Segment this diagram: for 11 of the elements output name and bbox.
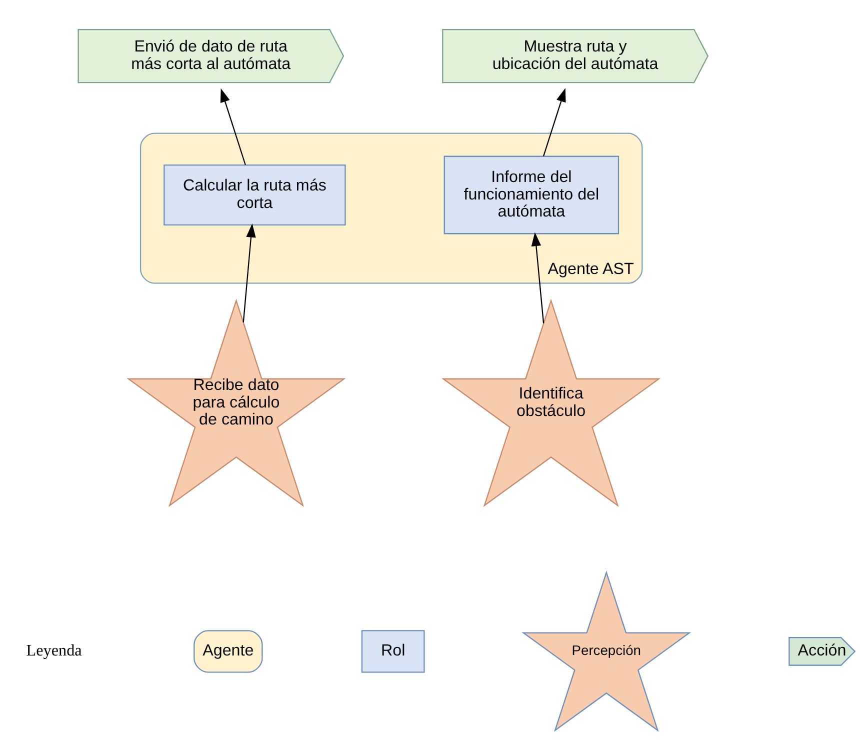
arrow	[542, 88, 566, 156]
arrow	[531, 232, 544, 324]
legend-label: Agente	[202, 642, 254, 660]
node-box: Informe del funcionamiento del autómata	[444, 156, 620, 234]
legend-label: Rol	[380, 642, 406, 660]
legend-label: Acción	[798, 642, 846, 660]
label: Leyenda	[26, 642, 82, 660]
node-box: Calcular la ruta más corta	[164, 164, 346, 226]
arrow	[220, 88, 246, 166]
legend-label: Percepción	[572, 642, 641, 658]
arrow	[242, 223, 256, 322]
